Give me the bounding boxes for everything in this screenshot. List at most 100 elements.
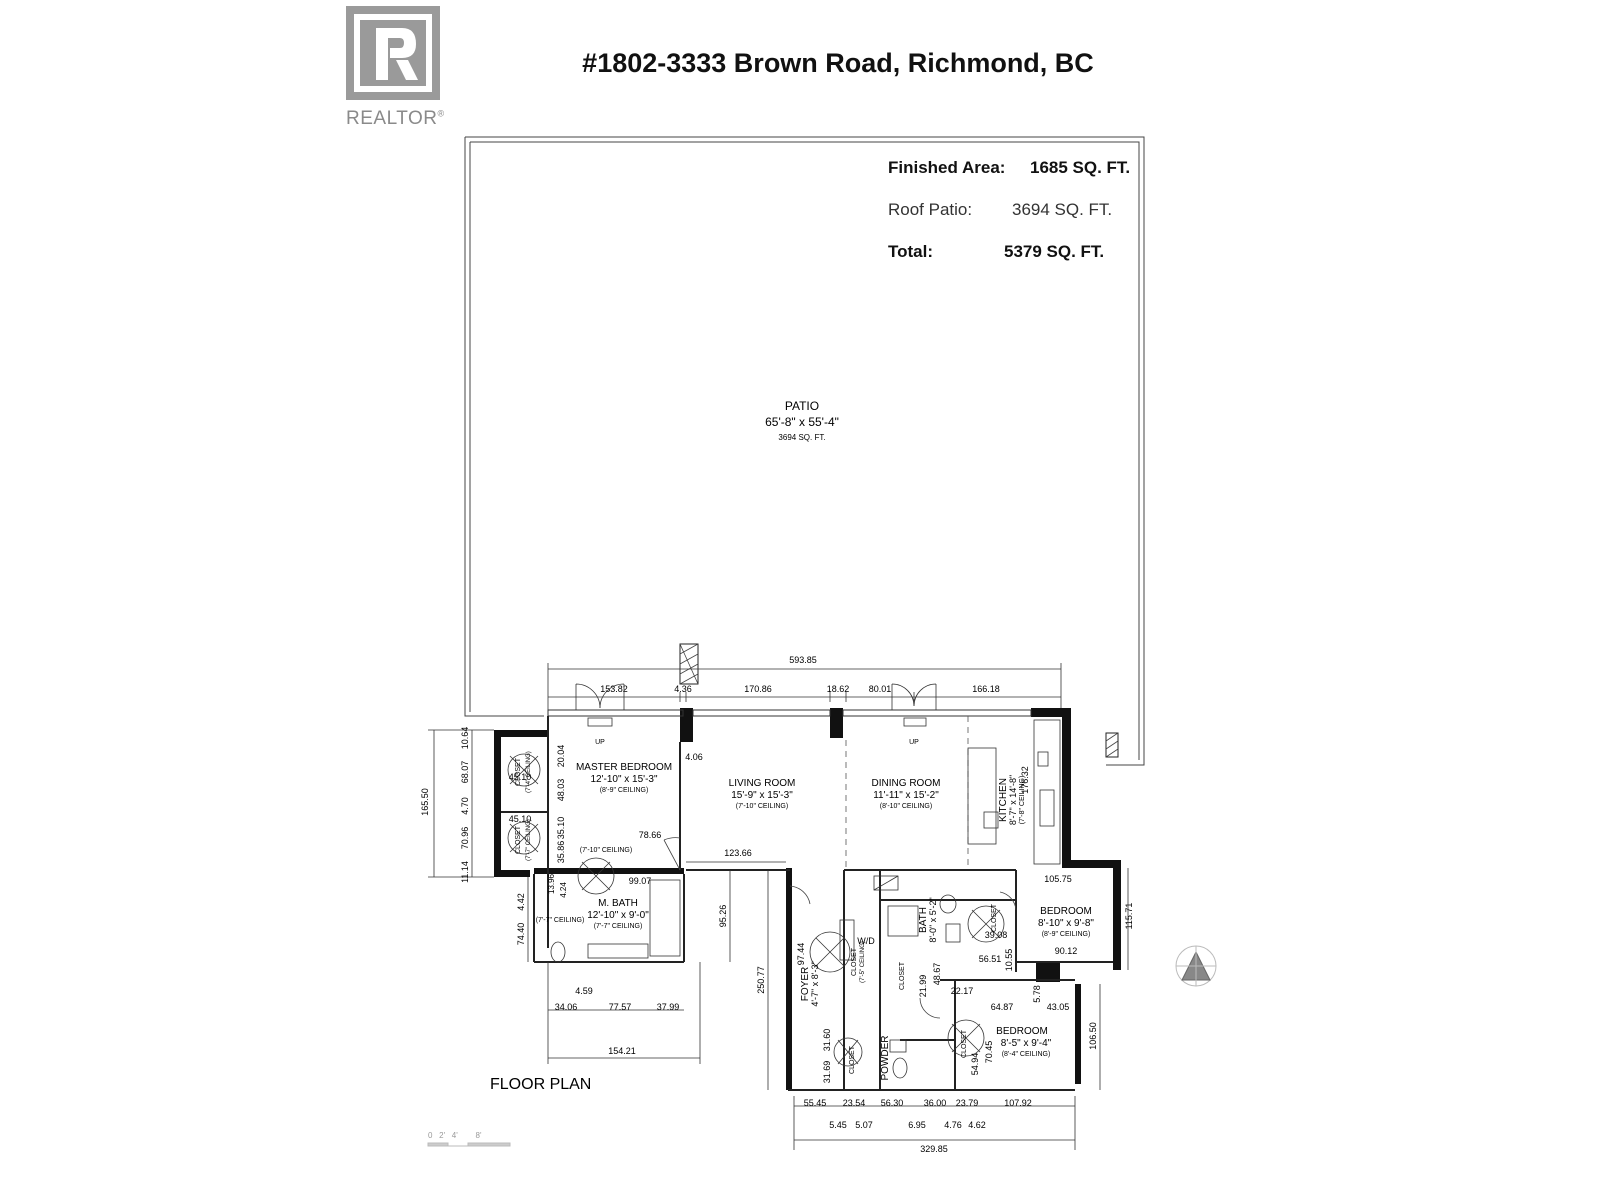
mbr-lower-ceiling: (7'-10" CEILING) — [580, 847, 632, 854]
closet-mbr-1-label: CLOSET — [515, 757, 522, 786]
dim-top-1: 153.82 — [600, 684, 628, 694]
closet-powder-label: CLOSET — [849, 1045, 856, 1074]
total-area-label: Total: — [888, 242, 934, 261]
dim-closet-2: 45.10 — [509, 814, 532, 824]
dim-mbath-2: 13.96 — [547, 873, 556, 894]
total-area-value: 5379 SQ. FT. — [1004, 242, 1105, 261]
dim-bed3-4: 5.78 — [1032, 985, 1042, 1003]
bath-name: BATH — [918, 907, 929, 933]
dim-living-2: 95.26 — [718, 905, 728, 928]
dim-bottom-4: 36.00 — [924, 1098, 947, 1108]
bedroom-2-dim: 8'-10" x 9'-8" — [1038, 918, 1094, 929]
dim-left-2: 68.07 — [460, 761, 470, 784]
dim-bath-2: 21.99 — [918, 975, 928, 998]
dim-bottom-a4: 4.59 — [575, 986, 593, 996]
dim-top-3: 170.86 — [744, 684, 772, 694]
dim-left-7: 74.40 — [516, 923, 526, 946]
dim-bed2-3: 90.12 — [1055, 946, 1078, 956]
dim-mbr-1: 20.04 — [556, 745, 566, 768]
dim-left-3: 4.70 — [460, 797, 470, 815]
finished-area-label: Finished Area: — [888, 158, 1006, 177]
roof-patio-label: Roof Patio: — [888, 200, 973, 219]
dim-bottom-a1: 34.06 — [555, 1002, 578, 1012]
dim-bed3-5: 54.94 — [970, 1053, 980, 1076]
m-bath-dim: 12'-10" x 9'-0" — [587, 910, 649, 921]
closet-bed3-label: CLOSET — [961, 1029, 968, 1058]
patio-dimensions: 65'-8" x 55'-4" — [765, 415, 839, 429]
dim-left-1: 10.64 — [460, 727, 470, 750]
kitchen-name: KITCHEN — [998, 778, 1009, 822]
bottom-dimension-lines — [793, 1096, 1076, 1150]
dim-bottom-s2: 5.07 — [855, 1120, 873, 1130]
dim-foyer-3: 31.60 — [822, 1029, 832, 1052]
dim-mbr-2: 48.03 — [556, 779, 566, 802]
closet-mbr-2-ceiling: (7'-7" CEILING) — [526, 819, 532, 861]
scale-bar-labels: 0 2' 4' 8' — [428, 1131, 482, 1140]
dim-bottom-2: 23.54 — [843, 1098, 866, 1108]
dim-top-overall: 593.85 — [789, 655, 817, 665]
dining-room-dim: 11'-11" x 15'-2" — [873, 790, 939, 801]
bedroom-2-ceiling: (8'-9" CEILING) — [1042, 931, 1091, 938]
dim-bottom-a-overall: 154.21 — [608, 1046, 636, 1056]
left-dimension-lines — [428, 729, 529, 962]
finished-area-value: 1685 SQ. FT. — [1030, 158, 1131, 177]
dim-top-2: 4.36 — [674, 684, 692, 694]
dim-bottom-1: 55.45 — [804, 1098, 827, 1108]
dim-bottom-overall: 329.85 — [920, 1144, 948, 1154]
kitchen-dim: 8'-7" x 14'-8" — [1008, 775, 1018, 825]
dim-left-4: 70.96 — [460, 827, 470, 850]
dim-mbath-3: 4.24 — [559, 882, 568, 898]
closet-foyer-ceiling: (7'-5" CEILING) — [860, 941, 866, 983]
up-label-1: UP — [595, 739, 605, 746]
patio-area: 3694 SQ. FT. — [778, 433, 825, 442]
floor-plan-caption: FLOOR PLAN — [490, 1076, 591, 1093]
realtor-r-mark — [346, 6, 440, 100]
window-wall — [547, 709, 1032, 717]
realtor-wordmark: REALTOR® — [346, 108, 445, 129]
dim-top-6: 166.18 — [972, 684, 1000, 694]
patio-outline — [464, 136, 1145, 766]
dim-left-overall: 165.50 — [420, 788, 430, 816]
closet-hall-label: CLOSET — [899, 961, 906, 990]
dim-mbath-1: 99.07 — [629, 876, 652, 886]
dining-room-name: DINING ROOM — [872, 778, 941, 789]
dim-bottom-a2: 77.57 — [609, 1002, 632, 1012]
dim-left-5: 11.14 — [460, 861, 470, 883]
dim-bath-1: 48.67 — [932, 963, 942, 986]
patio-post — [1105, 732, 1119, 758]
realtor-logo: REALTOR® — [346, 6, 445, 130]
closet-mbr-1-ceiling: (7'-4" CEILING) — [526, 751, 532, 793]
dim-bottom-s3: 6.95 — [908, 1120, 926, 1130]
dim-bed2-6: 39.08 — [985, 930, 1008, 940]
closet-markers — [507, 753, 1005, 1067]
master-bedroom-name: MASTER BEDROOM — [576, 762, 672, 773]
north-arrow-icon — [1175, 945, 1217, 987]
dim-kitchen-1: 176.32 — [1020, 766, 1030, 794]
dim-top-4: 18.62 — [827, 684, 850, 694]
dim-bottom-6: 107.92 — [1004, 1098, 1032, 1108]
bath-fixtures — [550, 875, 961, 1079]
dim-bed3-2: 43.05 — [1047, 1002, 1070, 1012]
listing-title: #1802-3333 Brown Road, Richmond, BC — [582, 48, 1094, 78]
dim-bed3-1: 64.87 — [991, 1002, 1014, 1012]
closet-mbr-2-label: CLOSET — [515, 825, 522, 854]
roof-patio-value: 3694 SQ. FT. — [1012, 200, 1113, 219]
kitchen-counters — [967, 719, 1061, 865]
dim-bed2-5: 10.55 — [1004, 949, 1014, 972]
foyer-name: FOYER — [800, 967, 811, 1001]
dim-bottom-a3: 37.99 — [657, 1002, 680, 1012]
exterior-walls — [494, 708, 1121, 1090]
balcony-doors — [575, 683, 937, 727]
dim-mbr-6: 4.06 — [685, 752, 703, 762]
dim-foyer-2: 31.69 — [822, 1061, 832, 1084]
dim-mbr-4: 35.86 — [556, 841, 566, 864]
patio-label: PATIO — [785, 399, 819, 413]
living-room-ceiling: (7'-10" CEILING) — [736, 803, 788, 810]
area-summary: Finished Area: 1685 SQ. FT. Roof Patio: … — [888, 152, 1131, 272]
dim-bed3-3: 106.50 — [1088, 1022, 1098, 1050]
dim-bed3-6: 70.45 — [984, 1041, 994, 1064]
dim-closet-1: 45.10 — [509, 772, 532, 782]
dim-bottom-3: 56.30 — [881, 1098, 904, 1108]
master-bedroom-ceiling: (8'-9" CEILING) — [600, 787, 649, 794]
